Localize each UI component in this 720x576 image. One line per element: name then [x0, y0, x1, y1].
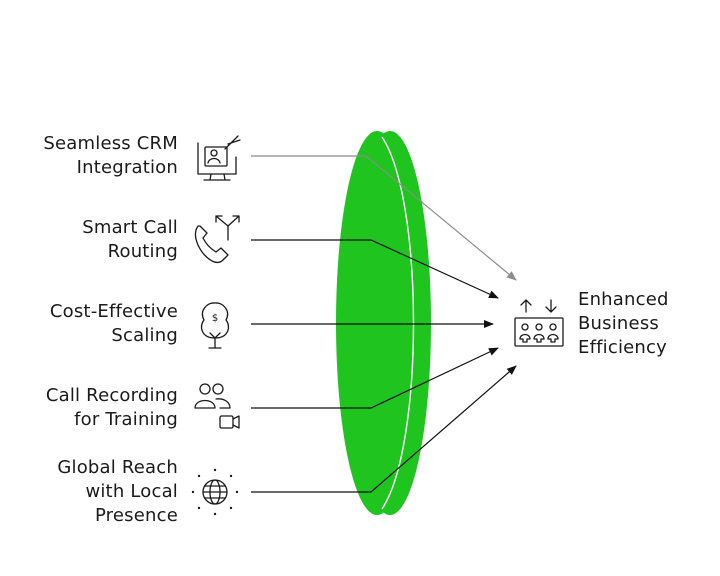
feature-label-routing: Smart Call Routing — [82, 217, 178, 262]
business-team-arrows-icon — [514, 299, 564, 347]
lens-rim — [381, 136, 415, 510]
feature-label-recording: Call Recording for Training — [45, 385, 178, 430]
feature-label-crm: Seamless CRM Integration — [43, 133, 178, 178]
team-video-icon — [194, 383, 240, 429]
connector-routing — [251, 239, 499, 299]
connector-recording — [251, 347, 499, 409]
lens-shape — [336, 131, 431, 515]
lens-front — [336, 131, 418, 515]
globe-icon — [191, 468, 239, 516]
feature-label-scaling: Cost-Effective Scaling — [49, 301, 178, 346]
feature-label-global: Global Reach with Local Presence — [57, 457, 178, 526]
connectors — [251, 155, 517, 493]
connector-global — [251, 365, 517, 493]
output-label: Enhanced Business Efficiency — [578, 289, 669, 358]
connector-crm — [251, 155, 517, 281]
money-plant-icon: $ — [200, 302, 230, 349]
svg-text:$: $ — [212, 313, 218, 324]
call-routing-icon — [194, 215, 240, 264]
crm-monitor-icon — [197, 135, 241, 181]
